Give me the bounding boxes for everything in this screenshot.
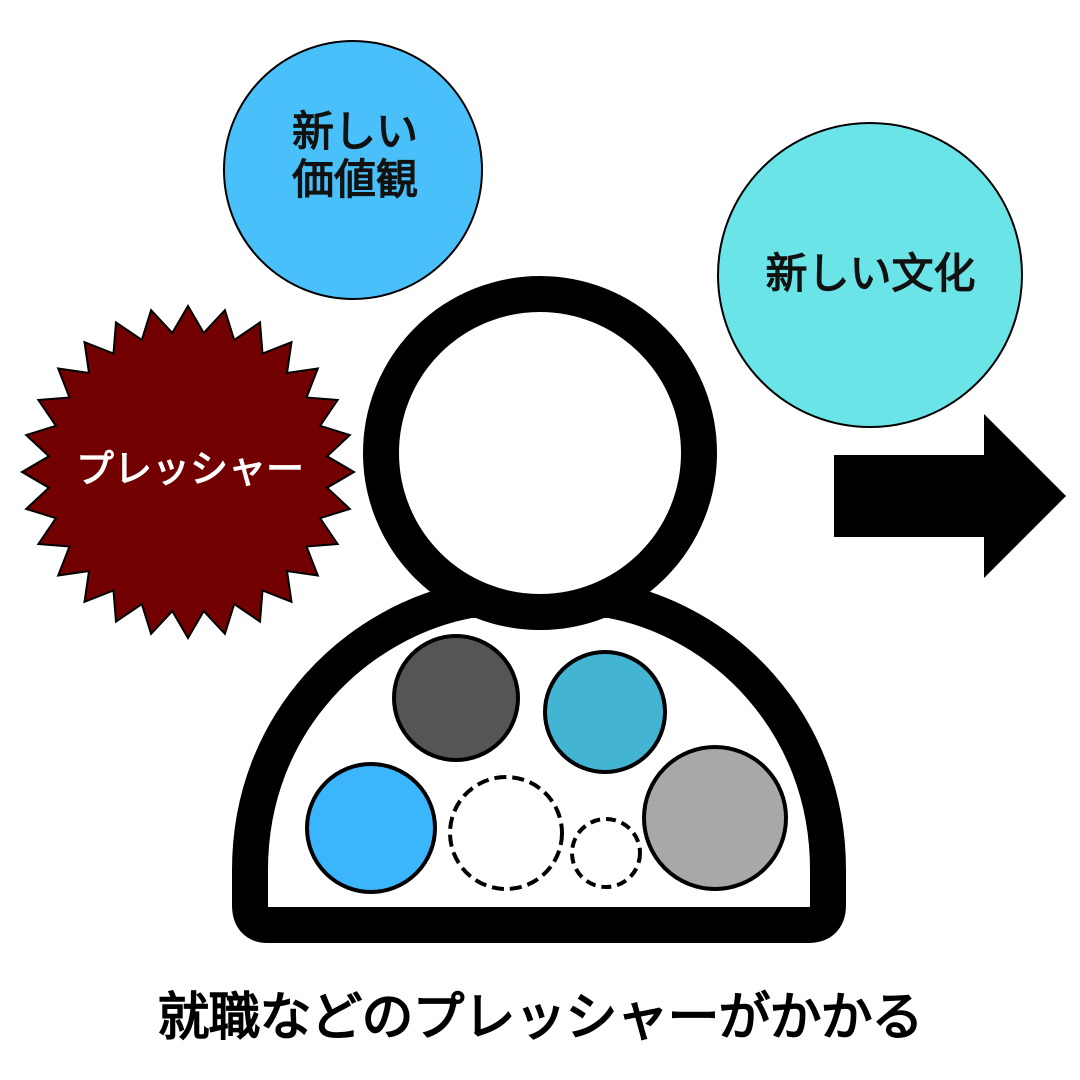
person-head-outline — [363, 276, 717, 630]
pressure-label: プレッシャー — [75, 447, 304, 491]
pressure-burst-icon — [20, 304, 356, 640]
inner-circle-blue — [305, 762, 437, 894]
inner-circle-light-gray — [642, 745, 788, 891]
inner-circle-dashed-small — [570, 817, 642, 889]
new-values-label: 新しい 価値観 — [225, 107, 485, 205]
inner-circle-teal — [543, 650, 667, 774]
inner-circle-dashed-empty — [448, 775, 564, 891]
new-values-line-1: 新しい — [291, 107, 418, 156]
new-culture-label: 新しい文化 — [765, 249, 976, 298]
inner-circle-dark-gray — [392, 634, 520, 762]
new-values-bubble — [223, 40, 483, 300]
new-values-line-2: 価値観 — [291, 155, 418, 205]
arrow-right-icon — [834, 414, 1066, 578]
caption: 就職などのプレッシャーがかかる — [157, 988, 923, 1048]
new-culture-bubble — [717, 122, 1023, 428]
